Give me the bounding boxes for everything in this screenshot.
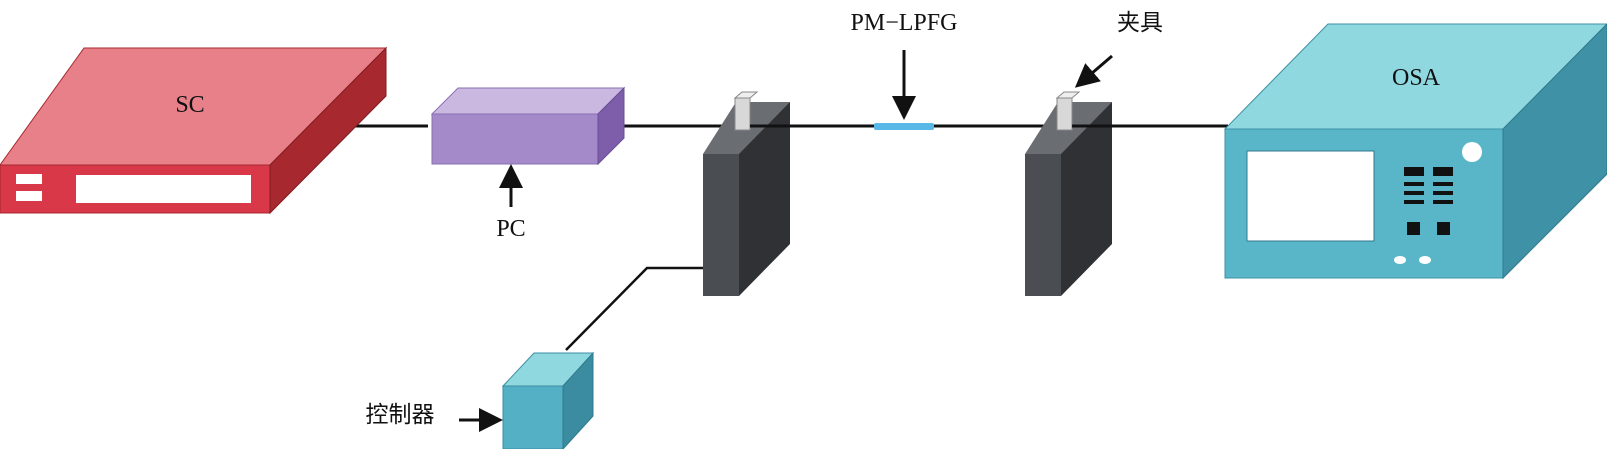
osa-key	[1433, 191, 1453, 195]
pc-side-face	[597, 86, 625, 166]
controller-cable	[565, 266, 706, 351]
fixture-pointer-arrow	[1074, 54, 1113, 88]
osa-keypad	[1404, 167, 1453, 235]
right-stage-front-face	[1025, 154, 1061, 296]
sc-side-face	[269, 46, 387, 215]
sc-label: SC	[175, 92, 204, 118]
osa-device: OSA	[1223, 23, 1607, 280]
controller-label: 控制器	[366, 402, 435, 428]
sc-display-panel	[76, 175, 251, 203]
pc-front-face	[431, 113, 599, 165]
right-clamp	[1056, 97, 1073, 131]
left-clamp-top	[733, 91, 759, 99]
right-translation-stage: 夹具	[1025, 10, 1163, 296]
osa-key	[1433, 182, 1453, 186]
pc-label: PC	[496, 216, 525, 242]
controller-device: 控制器	[366, 351, 595, 449]
grating-segment	[874, 123, 934, 130]
osa-screen	[1246, 150, 1375, 242]
osa-key	[1433, 200, 1453, 204]
osa-key	[1407, 222, 1420, 235]
controller-front-face	[502, 385, 564, 449]
osa-key	[1404, 200, 1424, 204]
controller-side-face	[562, 351, 594, 449]
left-translation-stage	[703, 91, 790, 296]
osa-key	[1433, 167, 1453, 176]
osa-key	[1437, 222, 1450, 235]
osa-key	[1404, 182, 1424, 186]
fixture-label: 夹具	[1117, 10, 1163, 36]
pc-device: PC	[430, 86, 626, 242]
osa-key	[1404, 167, 1424, 176]
sc-source-device: SC	[0, 46, 388, 215]
osa-power-knob	[1462, 142, 1482, 162]
left-clamp	[734, 97, 751, 131]
osa-port-right	[1419, 256, 1431, 264]
sc-port-upper	[16, 174, 42, 184]
pm-lpfg-grating: PM−LPFG	[851, 10, 958, 130]
pc-top-face	[430, 87, 626, 115]
right-clamp-top	[1055, 91, 1081, 99]
osa-key	[1404, 191, 1424, 195]
osa-port-left	[1394, 256, 1406, 264]
sc-port-lower	[16, 191, 42, 201]
osa-label: OSA	[1392, 65, 1441, 91]
pm-lpfg-label: PM−LPFG	[851, 10, 958, 36]
left-stage-side-face	[739, 102, 790, 296]
left-stage-front-face	[703, 154, 739, 296]
osa-side-face	[1502, 23, 1607, 280]
right-stage-side-face	[1061, 102, 1112, 296]
